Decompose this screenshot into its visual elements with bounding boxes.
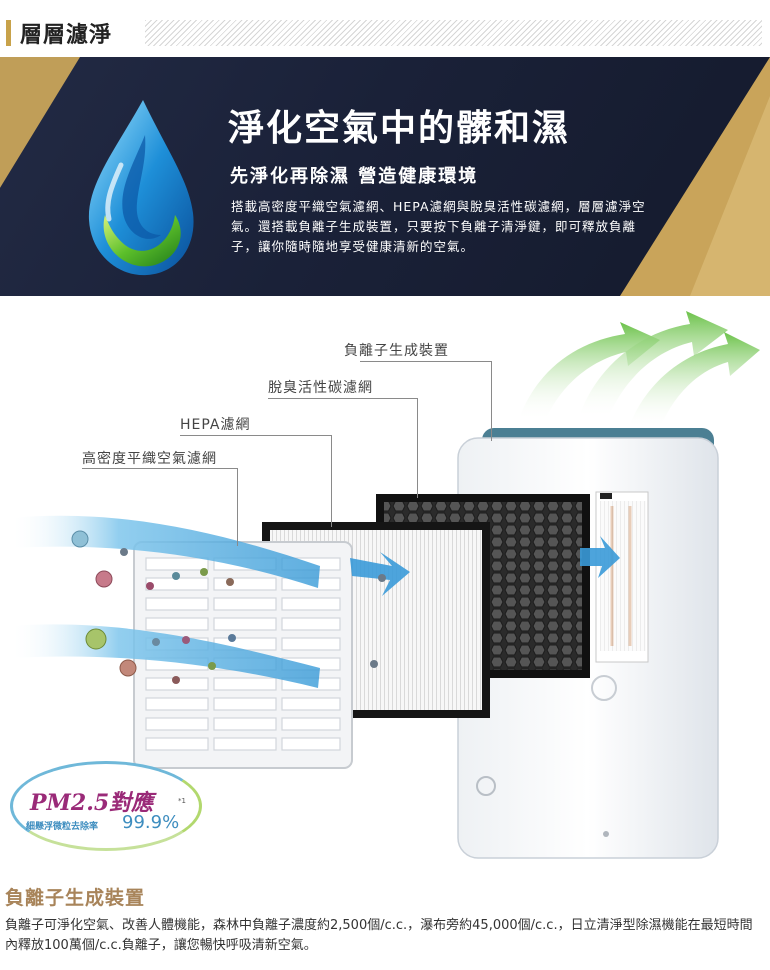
gold-corner-left [0,57,80,237]
badge-percent: 99.9% [122,812,180,833]
label-ion-generator: 負離子生成裝置 [344,343,449,359]
leader-line-mesh [82,468,238,546]
leader-line-carbon [268,398,418,498]
label-mesh-filter: 高密度平織空氣濾網 [82,451,217,467]
banner-description: 搭載高密度平織空氣濾網、HEPA濾網與脫臭活性碳濾網，層層濾淨空氣。還搭載負離子… [231,199,646,254]
label-hepa-filter: HEPA濾網 [180,417,251,433]
banner-headline: 淨化空氣中的髒和濕 [228,107,571,149]
filter-diagram: 負離子生成裝置 脫臭活性碳濾網 HEPA濾網 高密度平織空氣濾網 PM2.5對應… [0,296,770,876]
dehumidifier-illustration [10,311,760,859]
banner-subheadline: 先淨化再除濕 營造健康環境 [230,166,479,187]
pm25-badge: PM2.5對應 *1 細懸浮微粒去除率 99.9% [10,761,202,851]
leader-line-hepa [180,435,332,527]
hero-banner: 淨化空氣中的髒和濕 先淨化再除濕 營造健康環境 搭載高密度平織空氣濾網、HEPA… [0,57,770,296]
leader-line-ion [360,361,492,441]
feature-body: 負離子可淨化空氣、改善人體機能，森林中負離子濃度約2,500個/c.c.，瀑布旁… [5,918,753,953]
gold-corner-right-highlight [690,96,770,296]
water-drop-icon [88,100,194,276]
badge-title: PM2.5對應 [30,790,154,816]
section-title: 層層濾淨 [20,23,113,48]
badge-footnote: *1 [178,797,186,805]
label-carbon-filter: 脫臭活性碳濾網 [268,380,373,396]
gold-corner-right [620,57,770,296]
section-header: 層層濾淨 [0,0,770,56]
section-accent-bar [6,20,11,46]
section-hatch-divider [145,20,762,46]
feature-title: 負離子生成裝置 [5,887,146,909]
badge-subtitle: 細懸浮微粒去除率 [26,822,99,832]
badge-ring [10,761,202,851]
